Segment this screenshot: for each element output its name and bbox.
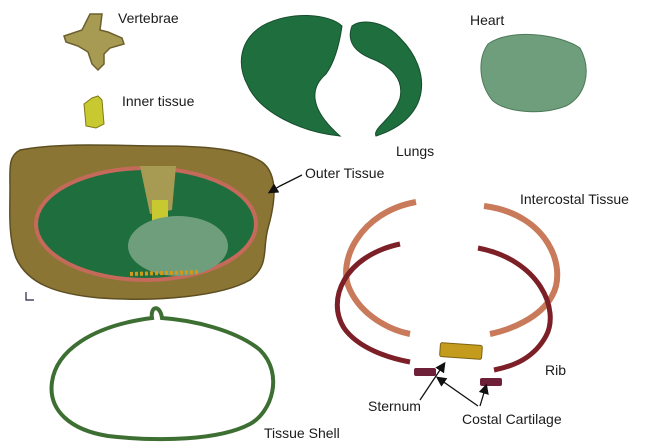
heart-shape [481,34,586,111]
sternum-label: Sternum [368,398,421,414]
outer-tissue-arrow [270,175,302,192]
lungs-label: Lungs [396,143,434,159]
costal-cartilage-arrow-right [480,386,486,406]
costal-cartilage-label: Costal Cartilage [462,411,562,427]
intercostal-tissue-right [484,206,557,334]
vertebrae-label: Vertebrae [118,10,179,26]
outer-tissue-label: Outer Tissue [305,165,384,181]
heart-label: Heart [470,12,504,28]
costal-cartilage-left [414,368,436,376]
right-lung-shape [350,22,421,136]
tissue-shell-label: Tissue Shell [264,425,340,441]
costal-cartilage-right [480,378,502,386]
costal-cartilage-arrow-left [438,378,478,406]
inner-tissue-label: Inner tissue [122,93,194,109]
sternum-shape [440,343,483,360]
intercostal-tissue-label: Intercostal Tissue [520,191,629,207]
vertebrae-shape [64,14,124,70]
rib-label: Rib [545,362,566,378]
left-lung-shape [241,15,342,136]
tissue-shell-shape [52,308,274,439]
axis-glyph [26,292,34,300]
inner-tissue-shape [84,96,104,128]
assembly-heart [128,216,228,276]
